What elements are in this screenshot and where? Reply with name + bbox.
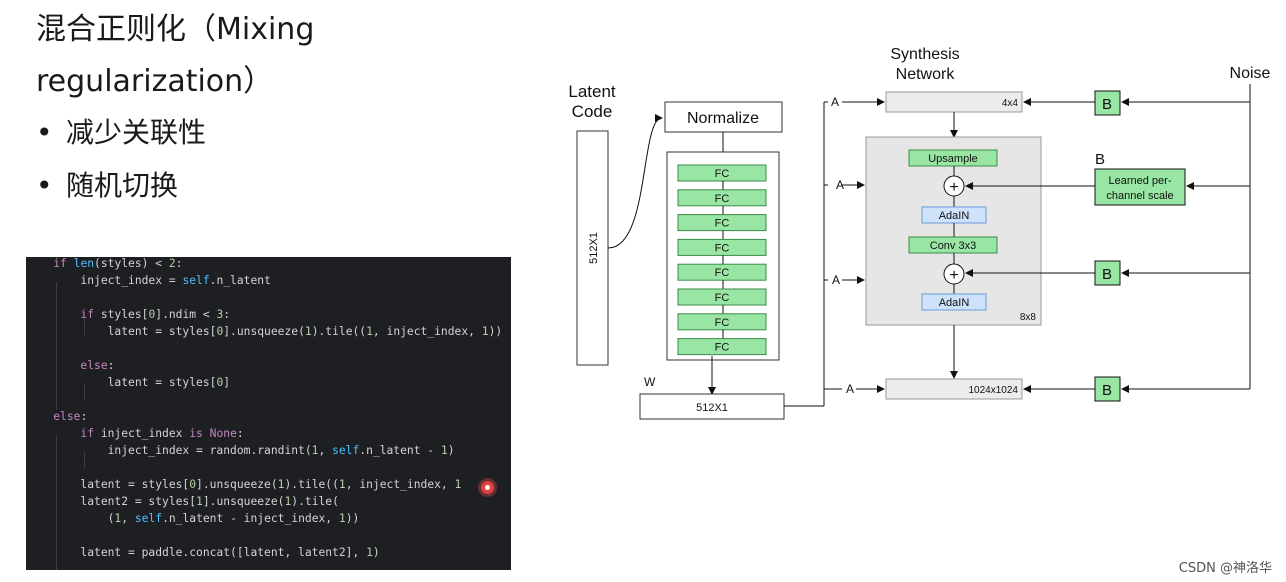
code-line: latent2 = styles[1].unsqueeze(1).tile( — [26, 495, 339, 508]
code-line: latent = styles[0].unsqueeze(1).tile((1,… — [26, 478, 462, 491]
w-label: W — [644, 375, 656, 389]
code-line: inject_index = self.n_latent — [26, 274, 271, 287]
a-label: A — [831, 95, 839, 109]
code-line: if inject_index is None: — [80, 427, 244, 440]
fc-layer-label: FC — [715, 242, 730, 254]
block-4x4-label: 4x4 — [1002, 98, 1019, 109]
fc-layer-label: FC — [715, 193, 730, 205]
code-text: if len(styles) < 2: inject_index = self.… — [26, 257, 502, 561]
fc-layers: FC FC FC FC FC FC FC FC — [677, 164, 767, 356]
latent-code-label: Latent — [568, 82, 616, 101]
latent-vector-label: 512X1 — [588, 232, 600, 264]
b-label: B — [1095, 151, 1105, 168]
conv-box — [908, 236, 998, 254]
b-box-2 — [1094, 260, 1121, 286]
upsample-box — [908, 149, 998, 167]
fc-layer-label: FC — [715, 292, 730, 304]
conv-label: Conv 3x3 — [930, 240, 976, 252]
code-line: else: — [80, 359, 115, 372]
fc-layer-label: FC — [715, 342, 730, 354]
bullet-item: •随机切换 — [36, 169, 179, 202]
cursor-marker-icon — [481, 481, 494, 494]
a-label: A — [846, 382, 854, 396]
synthesis-network-label-2: Network — [896, 66, 956, 83]
normalize-label: Normalize — [687, 110, 759, 127]
bullet-list: •减少关联性 •随机切换 — [36, 106, 206, 212]
bullet-text: 减少关联性 — [66, 116, 207, 149]
fc-layer-box — [677, 214, 767, 232]
code-line: else: — [53, 410, 88, 423]
fc-layer-label: FC — [715, 267, 730, 279]
watermark: CSDN @神洛华 — [1178, 561, 1272, 576]
latent-vector-box — [576, 130, 609, 366]
learned-scale-label-2: channel scale — [1106, 190, 1173, 202]
fc-layer-box — [677, 313, 767, 331]
b-box-1 — [1094, 90, 1121, 116]
upsample-label: Upsample — [928, 153, 978, 165]
code-snippet: if len(styles) < 2: inject_index = self.… — [26, 257, 511, 570]
code-line: latent = styles[0].unsqueeze(1).tile((1,… — [26, 325, 503, 338]
normalize-box — [664, 101, 783, 133]
w-vector-label: 512X1 — [696, 402, 728, 414]
fc-layer-label: FC — [715, 218, 730, 230]
block-1024-label: 1024x1024 — [969, 385, 1019, 396]
b-label: B — [1102, 266, 1112, 283]
b-label: B — [1102, 96, 1112, 113]
a-label: A — [836, 178, 844, 192]
noise-label: Noise — [1230, 65, 1271, 82]
code-line: if styles[0].ndim < 3: — [80, 308, 231, 321]
fc-layer-box — [677, 263, 767, 281]
code-line: inject_index = random.randint(1, self.n_… — [26, 444, 455, 457]
fc-layer-box — [677, 164, 767, 182]
code-line: if len(styles) < 2: — [53, 257, 183, 270]
latent-to-normalize-arrow — [607, 114, 663, 249]
adain-label: AdaIN — [939, 210, 970, 222]
code-line: latent = styles[0] — [26, 376, 231, 389]
fc-layer-box — [677, 288, 767, 306]
code-line: latent = paddle.concat([latent, latent2]… — [26, 546, 380, 559]
plus-icon: + — [949, 179, 958, 196]
adain-box-2 — [921, 293, 987, 311]
b-box-3 — [1094, 376, 1121, 402]
adain-label: AdaIN — [939, 297, 970, 309]
bullet-item: •减少关联性 — [36, 116, 207, 149]
block-1024 — [885, 378, 1023, 400]
slide-title: 混合正则化（Mixing regularization） — [36, 12, 315, 99]
fc-layer-label: FC — [715, 168, 730, 180]
b-label: B — [1102, 382, 1112, 399]
a-label: A — [832, 273, 840, 287]
fc-layer-box — [677, 238, 767, 256]
fc-layer-box — [677, 189, 767, 207]
learned-scale-box — [1094, 168, 1186, 206]
fc-layer-box — [677, 338, 767, 356]
fc-layer-label: FC — [715, 317, 730, 329]
bullet-text: 随机切换 — [66, 169, 179, 202]
plus-icon: + — [949, 267, 958, 284]
block-8x8-label: 8x8 — [1020, 312, 1037, 323]
code-line: (1, self.n_latent - inject_index, 1)) — [26, 512, 360, 525]
latent-code-label-2: Code — [572, 102, 613, 121]
synthesis-network-label: Synthesis — [890, 46, 959, 63]
learned-scale-label: Learned per- — [1109, 175, 1172, 187]
